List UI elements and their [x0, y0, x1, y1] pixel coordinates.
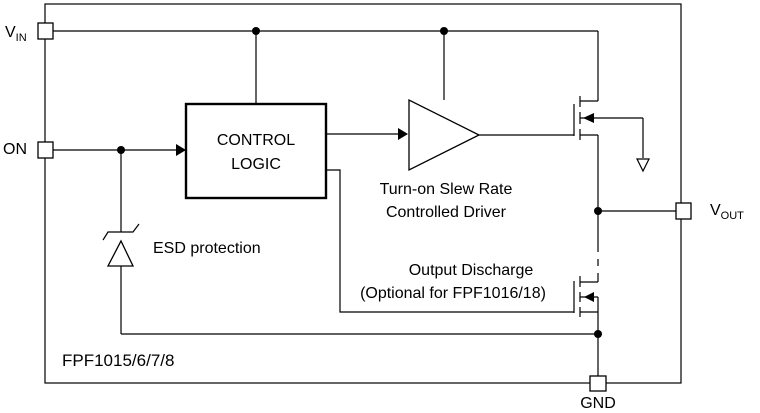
on-pin-label: ON — [3, 141, 27, 158]
driver-label-1: Turn-on Slew Rate — [380, 181, 513, 198]
discharge-control-line — [326, 169, 574, 313]
vin-pin — [37, 22, 54, 40]
gnd-pin-label: GND — [580, 395, 616, 412]
control-logic-label-2: LOGIC — [231, 156, 281, 173]
discharge-label-1: Output Discharge — [409, 262, 534, 279]
part-number-label: FPF1015/6/7/8 — [62, 351, 174, 370]
esd-zener-diode — [102, 223, 598, 335]
package-outline — [44, 3, 682, 384]
on-signal-line — [53, 144, 186, 232]
discharge-mosfet — [573, 276, 602, 383]
ground-symbol — [636, 158, 650, 173]
vin-rail — [53, 27, 599, 104]
vout-pin-label: VOUT — [710, 202, 744, 222]
gnd-pin — [589, 375, 607, 392]
discharge-label-2: (Optional for FPF1016/18) — [360, 285, 546, 302]
vin-pin-label: VIN — [5, 24, 27, 44]
vout-line — [594, 207, 676, 215]
esd-label: ESD protection — [153, 240, 261, 257]
pass-mosfet — [573, 96, 644, 245]
control-logic-block — [184, 102, 328, 200]
vout-pin — [675, 202, 692, 220]
logic-to-driver-line — [326, 128, 408, 140]
slew-rate-driver — [408, 98, 481, 172]
on-pin — [37, 141, 54, 159]
driver-label-2: Controlled Driver — [386, 204, 507, 221]
control-logic-label-1: CONTROL — [217, 132, 295, 149]
